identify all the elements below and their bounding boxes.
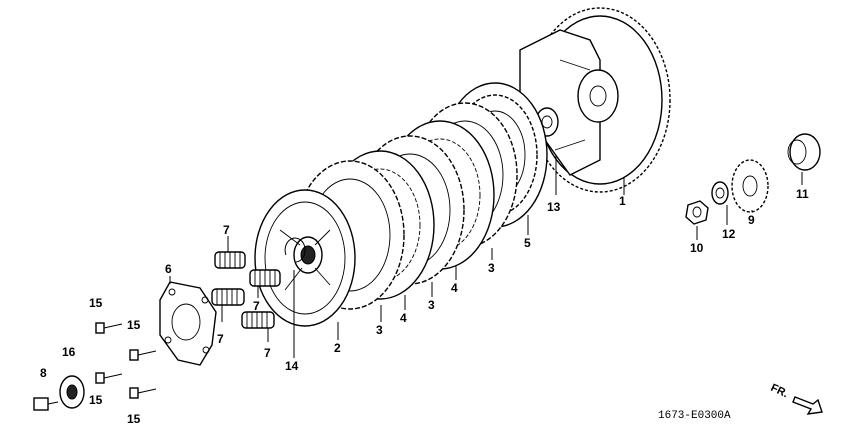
label-part-14: 14 xyxy=(285,359,299,373)
pressure-plate xyxy=(159,281,217,366)
clutch-springs xyxy=(211,251,281,329)
primary-drive-gear xyxy=(731,159,769,213)
label-part-4: 4 xyxy=(451,281,458,295)
collar xyxy=(787,133,821,171)
clutch-center xyxy=(254,189,356,327)
label-part-1: 1 xyxy=(619,194,626,208)
leader-lines xyxy=(169,155,803,358)
label-part-13: 13 xyxy=(547,200,561,214)
label-part-9: 9 xyxy=(748,213,755,227)
label-part-15: 15 xyxy=(89,393,103,407)
label-part-5: 5 xyxy=(524,236,531,250)
part-labels: 1 2 3 3 3 4 4 5 6 7 7 7 7 8 9 10 11 12 1… xyxy=(40,187,809,426)
label-part-15: 15 xyxy=(89,296,103,310)
label-part-12: 12 xyxy=(722,227,736,241)
bolts xyxy=(95,322,157,399)
label-part-16: 16 xyxy=(62,345,76,359)
label-part-15: 15 xyxy=(127,412,141,426)
label-part-6: 6 xyxy=(165,262,172,276)
label-part-10: 10 xyxy=(690,241,704,255)
front-direction-arrow: FR. xyxy=(769,382,823,415)
label-part-4: 4 xyxy=(400,311,407,325)
label-part-3: 3 xyxy=(488,261,495,275)
label-part-11: 11 xyxy=(796,187,809,201)
bearing xyxy=(59,375,85,409)
label-part-8: 8 xyxy=(40,366,47,380)
washer xyxy=(711,181,729,205)
figure-code: 1673-E0300A xyxy=(658,410,731,422)
label-part-3: 3 xyxy=(428,298,435,312)
label-part-7: 7 xyxy=(253,299,260,313)
label-part-7: 7 xyxy=(223,223,230,237)
clutch-plate-stack xyxy=(295,102,518,310)
label-part-2: 2 xyxy=(334,341,341,355)
label-part-7: 7 xyxy=(217,332,224,346)
label-part-15: 15 xyxy=(127,318,141,332)
nut xyxy=(685,200,709,225)
label-part-3: 3 xyxy=(376,323,383,337)
label-part-7: 7 xyxy=(264,346,271,360)
snap-ring xyxy=(284,237,306,263)
clutch-outer-housing xyxy=(519,7,671,193)
lifter-rod xyxy=(33,397,59,411)
fr-label: FR. xyxy=(769,382,790,400)
